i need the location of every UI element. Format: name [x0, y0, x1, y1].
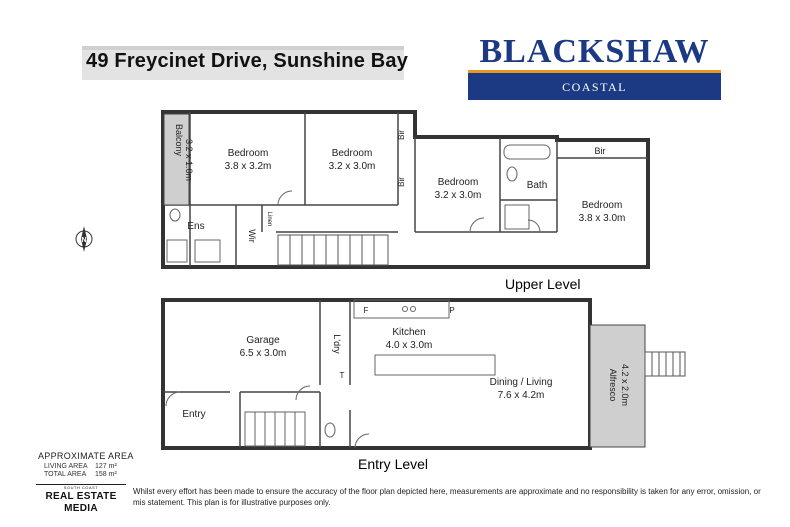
total-area-label: TOTAL AREA — [44, 471, 87, 478]
alfresco-name: Alfresco — [608, 369, 618, 402]
bed4-name: Bedroom — [582, 200, 623, 211]
upper-level-label: Upper Level — [505, 276, 581, 292]
brand-sub: COASTAL — [468, 73, 721, 100]
property-address: 49 Freycinet Drive, Sunshine Bay — [86, 50, 409, 72]
disclaimer: Whilst every effort has been made to ens… — [133, 487, 761, 507]
balcony-name: Balcony — [174, 124, 184, 157]
dining-dims: 7.6 x 4.2m — [498, 390, 545, 401]
credit-big: REAL ESTATE MEDIA — [45, 491, 117, 514]
upper-stairs — [277, 234, 389, 266]
bed1-dims: 3.8 x 3.2m — [225, 161, 272, 172]
wir-label: Wir — [247, 229, 257, 243]
kitchen-name: Kitchen — [392, 327, 425, 338]
balcony-fill — [163, 113, 190, 206]
address-banner — [82, 46, 404, 80]
area-title: APPROXIMATE AREA — [38, 451, 134, 461]
entry-level-label: Entry Level — [358, 456, 428, 472]
fridge-label: F — [364, 306, 369, 315]
credit-logo: SOUTH COAST REAL ESTATE MEDIA — [36, 484, 126, 514]
compass — [75, 226, 93, 252]
bir-label-4: Bir — [595, 146, 606, 156]
brand-name: BLACKSHAW — [479, 33, 710, 70]
kitchen-dims: 4.0 x 3.0m — [386, 340, 433, 351]
bir-label-3: Bir — [397, 177, 406, 187]
upper-fixtures — [166, 144, 551, 263]
bed2-name: Bedroom — [332, 148, 373, 159]
living-area-label: LIVING AREA — [44, 463, 88, 470]
bed1-name: Bedroom — [228, 148, 269, 159]
total-area-value: 158 m² — [95, 471, 117, 478]
entry-level-walls — [161, 298, 592, 450]
alfresco-fill — [589, 324, 646, 448]
bir-label-2: Bir — [397, 130, 406, 140]
bed4-dims: 3.8 x 3.0m — [579, 213, 626, 224]
compass-label: N — [81, 237, 86, 244]
bed2-dims: 3.2 x 3.0m — [329, 161, 376, 172]
entry-fixtures — [165, 299, 496, 449]
alfresco-dims: 4.2 x 2.0m — [620, 364, 630, 406]
pantry-label: P — [449, 306, 454, 315]
ens-label: Ens — [187, 221, 204, 232]
ldry-label: L'dry — [332, 334, 342, 354]
entry-interior-walls — [163, 300, 351, 448]
bed3-dims: 3.2 x 3.0m — [435, 190, 482, 201]
linen-label: Linen — [266, 212, 272, 227]
brand-rule — [468, 70, 721, 73]
living-area-value: 127 m² — [95, 463, 117, 470]
garage-dims: 6.5 x 3.0m — [240, 348, 287, 359]
brand-logo: BLACKSHAW COASTAL — [468, 34, 721, 100]
dining-name: Dining / Living — [490, 377, 553, 388]
bed3-name: Bedroom — [438, 177, 479, 188]
balcony-dims: 3.2 x 1.0m — [184, 139, 194, 181]
garage-name: Garage — [246, 335, 280, 346]
alfresco-stairs — [644, 351, 686, 377]
credit-small: SOUTH COAST — [63, 485, 99, 490]
entry-label: Entry — [182, 409, 205, 420]
bath-label: Bath — [527, 180, 548, 191]
toilet-label: T — [340, 371, 345, 380]
